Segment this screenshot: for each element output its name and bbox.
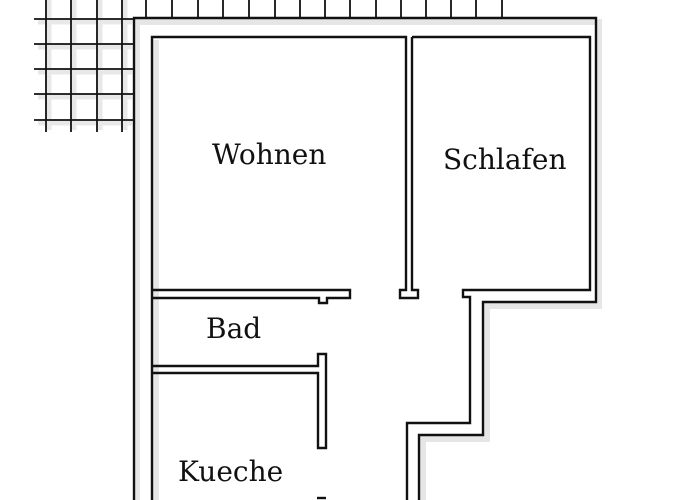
room-label-kueche: Kueche (178, 455, 284, 488)
room-label-bad: Bad (206, 312, 262, 345)
terrace-grid (34, 0, 503, 132)
interior-walls (150, 35, 592, 500)
room-label-schlafen: Schlafen (443, 143, 567, 176)
room-label-wohnen: Wohnen (212, 138, 327, 171)
wall-shadows (134, 19, 602, 500)
exterior-walls (132, 16, 598, 500)
